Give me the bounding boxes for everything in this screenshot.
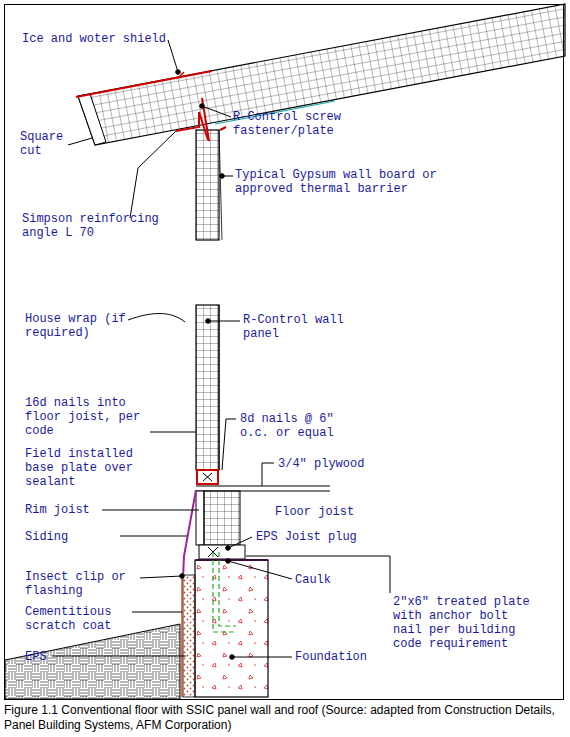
part-label: Typical Gypsum wall board or approved th…	[235, 168, 445, 196]
part-label: 8d nails @ 6" o.c. or equal	[240, 412, 352, 440]
part-label: R-Control wall panel	[243, 313, 353, 341]
part-label: Insect clip or flashing	[25, 570, 140, 598]
part-label: Simpson reinforcing angle L 70	[22, 212, 172, 240]
part-label: 16d nails into floor joist, per code	[25, 396, 147, 438]
part-label: Rim joist	[25, 503, 105, 517]
part-label: Ice and woter shield	[22, 32, 182, 46]
figure-caption: Figure 1.1 Conventional floor with SSIC …	[4, 703, 562, 733]
part-label: 3/4" plywood	[278, 457, 398, 471]
part-label: Field installed base plate over sealant	[25, 447, 147, 489]
part-label: Floor joist	[275, 505, 395, 519]
part-label: Siding	[25, 530, 105, 544]
part-label: Cementitious scratch coat	[25, 605, 129, 633]
part-label: R-Control screw fastener/plate	[233, 110, 355, 138]
part-label: Square cut	[20, 130, 72, 158]
part-label: Foundation	[295, 650, 395, 664]
part-label: Caulk	[295, 573, 375, 587]
part-label: 2"x6" treated plate with anchor bolt nai…	[393, 595, 543, 651]
part-label: EPS Joist plug	[256, 530, 386, 544]
part-label: EPS	[25, 650, 65, 664]
part-label: House wrap (if required)	[25, 312, 127, 340]
